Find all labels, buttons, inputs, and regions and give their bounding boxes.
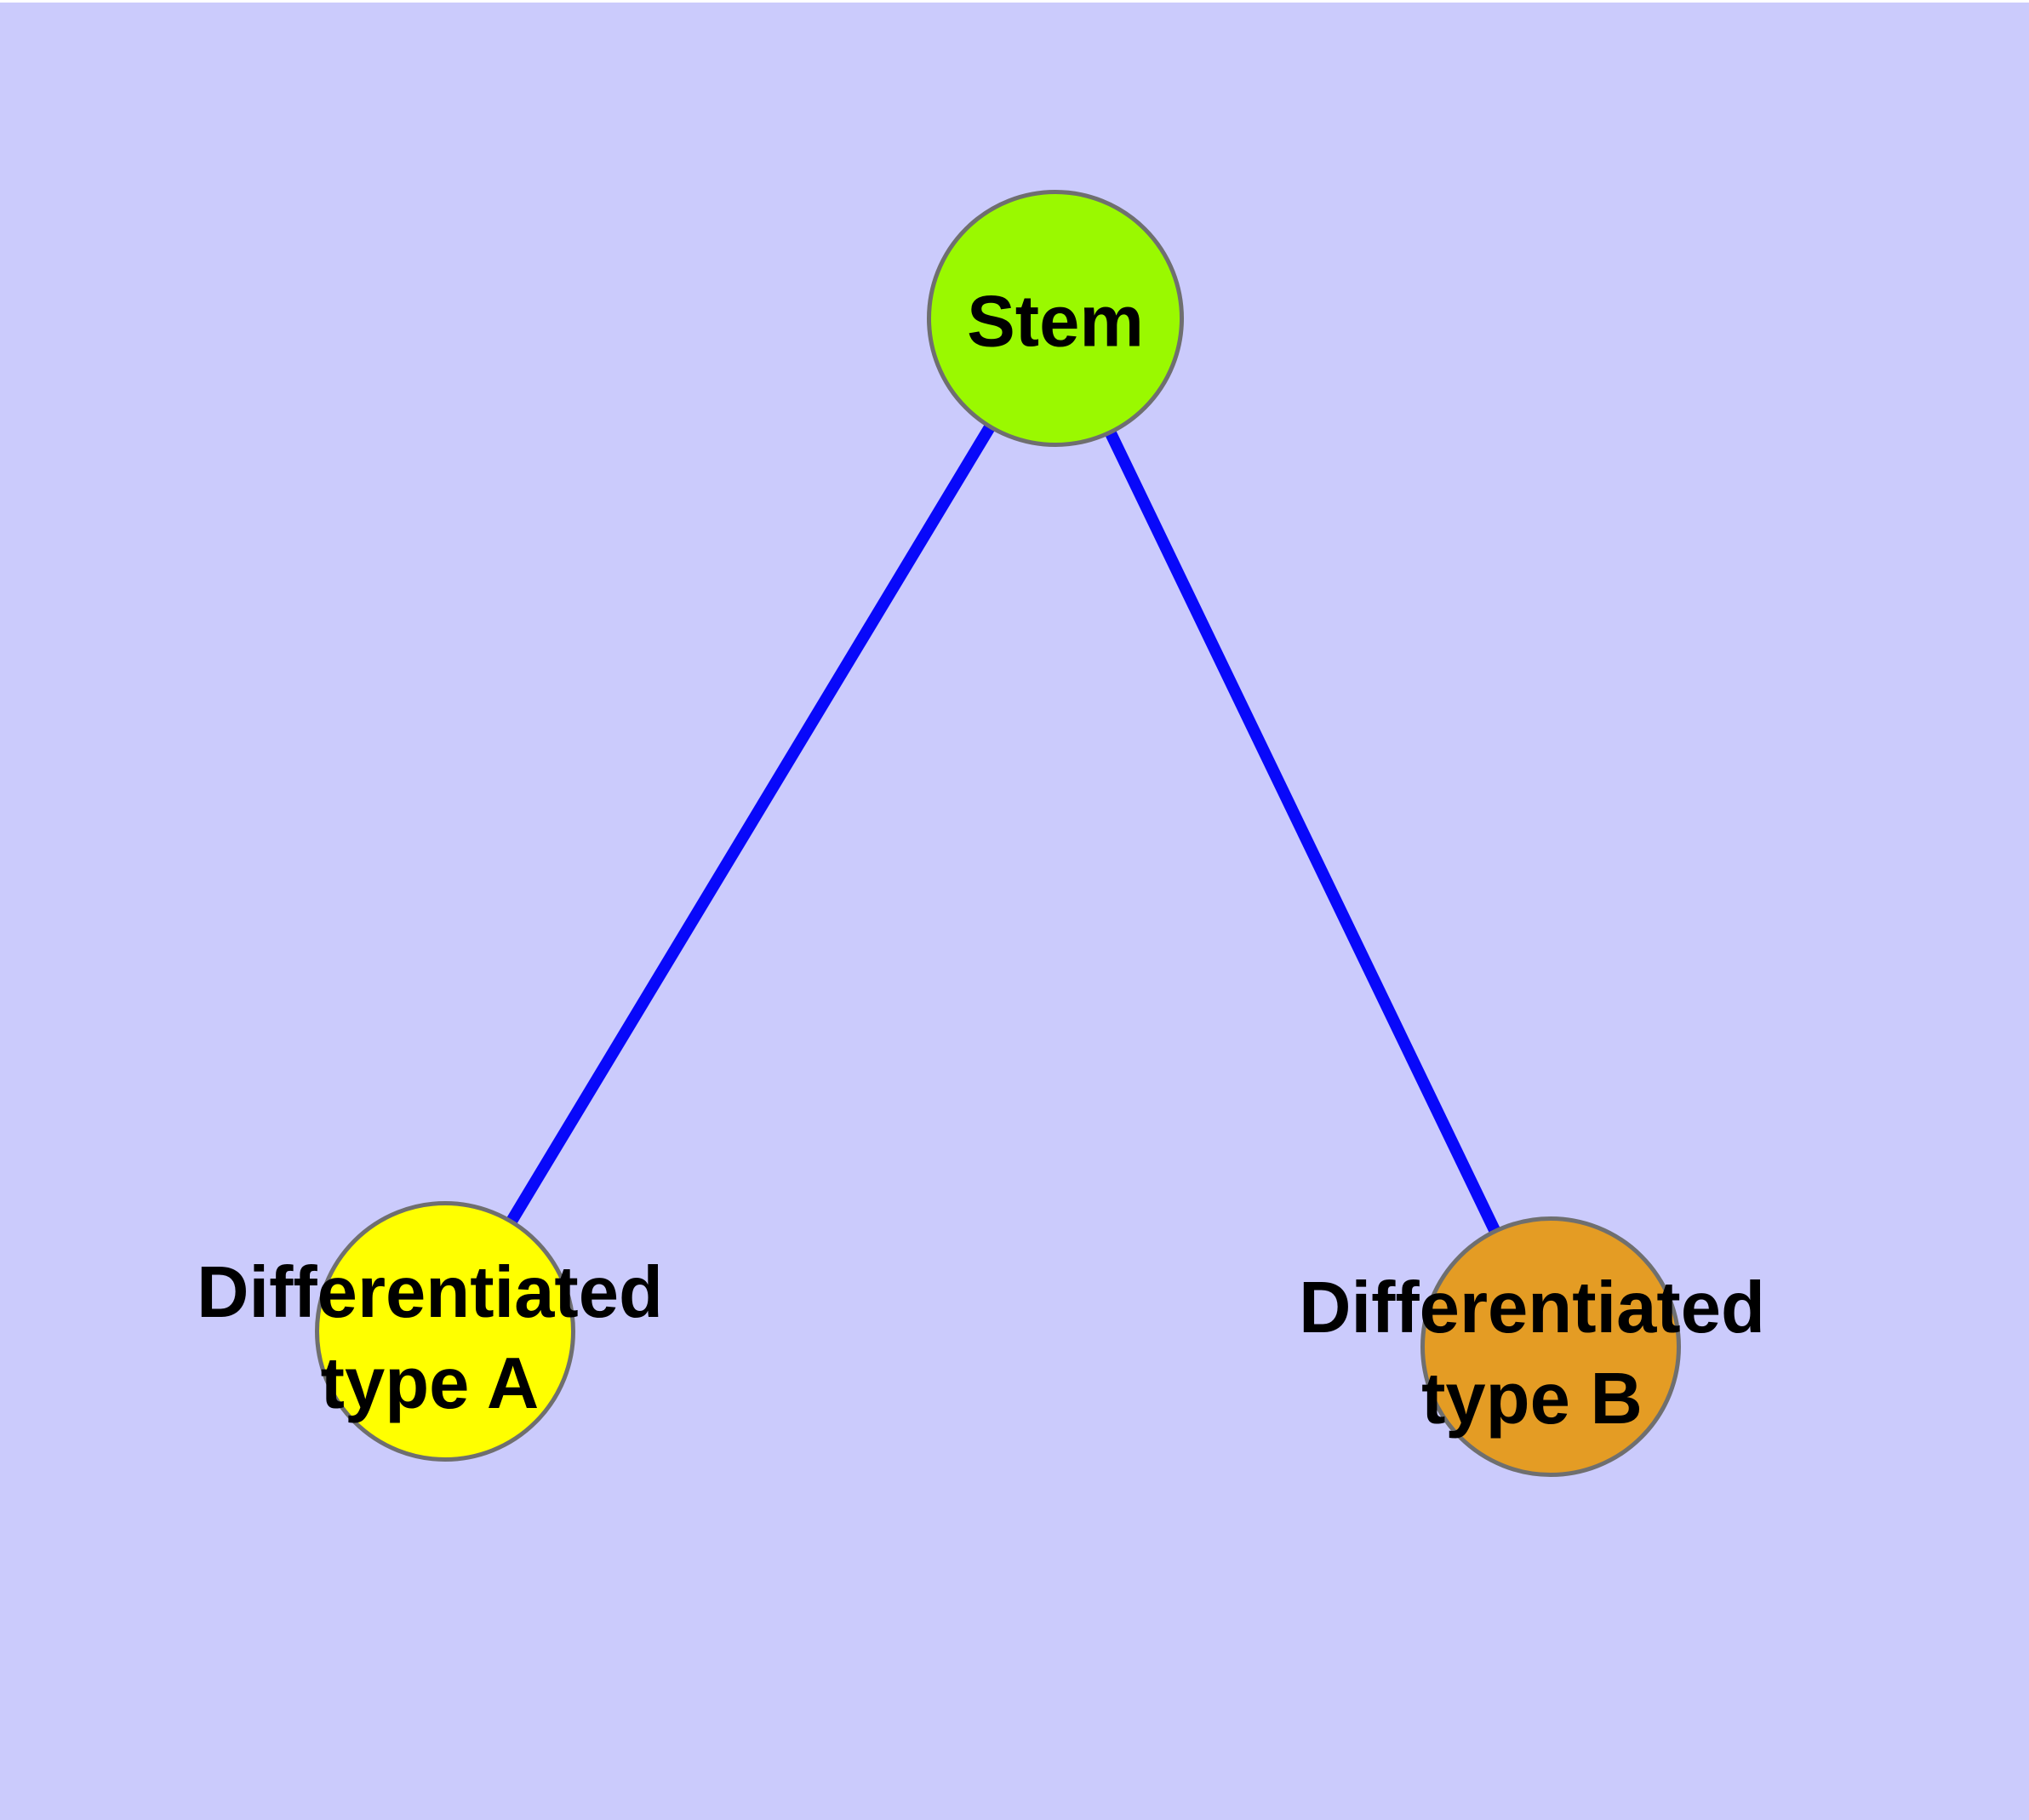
node-differentiated-type-b-label: Differentiated type B [1299,1262,1765,1445]
node-differentiated-type-a-label: Differentiated type A [197,1247,663,1429]
label-line-1: Differentiated [1299,1268,1765,1348]
label-line-2: type A [320,1343,540,1424]
label-line-2: type B [1421,1359,1643,1439]
node-differentiated-type-b[interactable] [1420,1216,1681,1477]
node-stem-label: Stem [967,281,1144,363]
node-differentiated-type-a[interactable] [315,1201,575,1462]
edge-stem-to-type-a[interactable] [440,315,1060,1335]
node-stem[interactable] [927,190,1184,447]
label-line-1: Differentiated [197,1252,663,1333]
edge-stem-to-type-b[interactable] [1049,315,1557,1350]
top-margin-strip [0,0,2029,3]
